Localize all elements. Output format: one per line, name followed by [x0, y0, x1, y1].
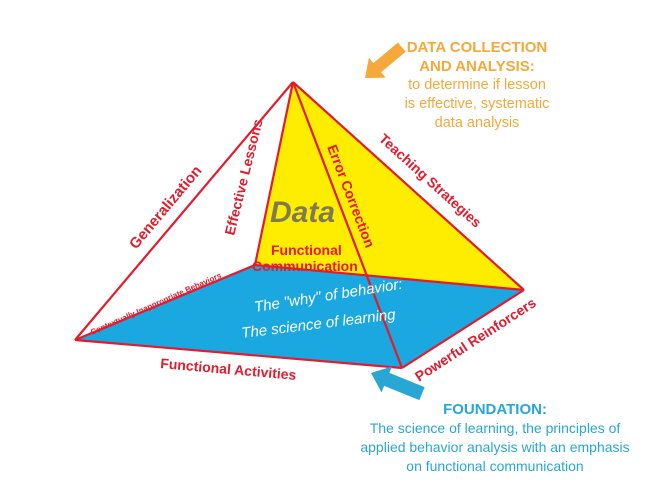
foundation-note-line-1: The science of learning, the principles …: [369, 420, 621, 436]
data-collection-note: DATA COLLECTION AND ANALYSIS: to determi…: [362, 38, 592, 133]
foundation-arrow-icon: [371, 366, 425, 401]
label-functional-activities: Functional Activities: [160, 355, 297, 383]
foundation-note-heading: FOUNDATION:: [443, 401, 547, 418]
label-functional-communication-1: Functional: [271, 242, 342, 258]
data-note-line-2: is effective, systematic: [404, 96, 550, 112]
apex-data-label: Data: [270, 196, 335, 229]
edge-functional-communication: [254, 263, 525, 292]
edge-error-correction: [291, 81, 404, 369]
edge-teaching-strategies: [292, 81, 525, 291]
edge-powerful-reinforcers: [401, 289, 525, 369]
data-note-heading-1: DATA COLLECTION: [406, 39, 548, 56]
data-note-line-1: to determine if lesson: [408, 77, 546, 93]
data-note-line-3: data analysis: [434, 115, 520, 131]
data-arrow-icon: [365, 42, 406, 78]
label-generalization: Generalization: [126, 162, 205, 252]
edge-effective-lessons: [253, 81, 295, 266]
edge-contextually-inappropriate: [74, 263, 256, 342]
label-functional-communication-2: Communication: [252, 258, 358, 274]
edge-generalization: [74, 81, 294, 341]
foundation-note-line-3: on functional communication: [406, 458, 584, 474]
data-note-heading-2: AND ANALYSIS:: [419, 58, 535, 75]
edge-functional-activities: [74, 338, 403, 370]
label-effective-lessons: Effective Lessons: [221, 117, 265, 237]
pyramid-base: [75, 265, 524, 368]
foundation-note-line-2: applied behavior analysis with an emphas…: [360, 439, 630, 455]
foundation-note: FOUNDATION: The science of learning, the…: [330, 400, 660, 476]
